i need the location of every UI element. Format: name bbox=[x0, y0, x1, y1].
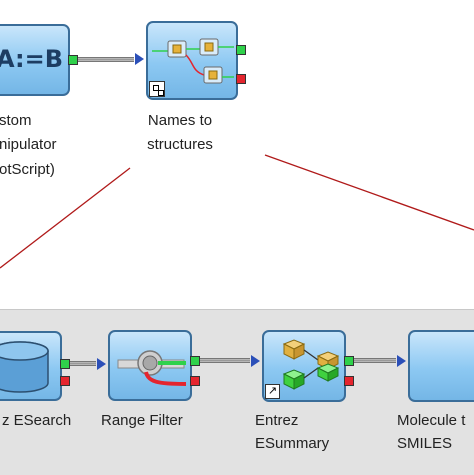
connection-line bbox=[354, 358, 396, 363]
names-to-structures-input-port[interactable] bbox=[135, 53, 144, 65]
range-filter-output-port-1[interactable] bbox=[190, 356, 200, 366]
range-filter-node[interactable] bbox=[108, 330, 192, 401]
zoom-line-right bbox=[264, 154, 474, 231]
metanode-workflow-icon bbox=[152, 38, 234, 84]
manipulator-label-line2: nipulator bbox=[0, 136, 57, 153]
molecule-input-port[interactable] bbox=[397, 355, 406, 367]
metanode-badge-icon bbox=[149, 81, 165, 97]
assignment-icon: A:=B bbox=[0, 45, 64, 73]
names-to-structures-label-line1: Names to bbox=[147, 112, 213, 129]
summary-cubes-icon bbox=[282, 339, 340, 390]
esearch-output-port-1[interactable] bbox=[60, 359, 70, 369]
filter-icon bbox=[117, 350, 187, 386]
manipulator-label-line3: otScript) bbox=[0, 161, 55, 178]
entrez-esummary-node[interactable]: ↗ bbox=[262, 330, 346, 402]
database-icon bbox=[0, 341, 49, 393]
range-filter-label: Range Filter bbox=[101, 412, 183, 429]
esearch-label: z ESearch bbox=[2, 412, 72, 429]
column-manipulator-node[interactable]: A:=B bbox=[0, 24, 70, 96]
molecule-label-line1: Molecule t bbox=[397, 412, 466, 429]
range-filter-output-port-2[interactable] bbox=[190, 376, 200, 386]
esummary-label-line2: ESummary bbox=[255, 435, 330, 452]
connection-line bbox=[70, 361, 96, 366]
names-to-structures-label-line2: structures bbox=[147, 136, 213, 153]
connection-line bbox=[200, 358, 250, 363]
molecule-to-smiles-node[interactable] bbox=[408, 330, 474, 402]
molecule-label-line2: SMILES bbox=[397, 435, 453, 452]
esummary-output-port-1[interactable] bbox=[344, 356, 354, 366]
entrez-esearch-node[interactable] bbox=[0, 331, 62, 401]
esummary-output-port-2[interactable] bbox=[344, 376, 354, 386]
metanode-subworkflow-panel bbox=[0, 309, 474, 475]
manipulator-label-line1: stom bbox=[0, 112, 32, 129]
manipulator-output-port[interactable] bbox=[68, 55, 78, 65]
esummary-input-port[interactable] bbox=[251, 355, 260, 367]
names-to-structures-output-port-1[interactable] bbox=[236, 45, 246, 55]
names-to-structures-output-port-2[interactable] bbox=[236, 74, 246, 84]
esummary-label-line1: Entrez bbox=[255, 412, 299, 429]
shortcut-arrow-icon: ↗ bbox=[265, 384, 280, 399]
connection-line bbox=[78, 57, 134, 62]
range-filter-input-port[interactable] bbox=[97, 358, 106, 370]
names-to-structures-node[interactable] bbox=[146, 21, 238, 100]
esearch-output-port-2[interactable] bbox=[60, 376, 70, 386]
zoom-line-left bbox=[0, 167, 131, 269]
